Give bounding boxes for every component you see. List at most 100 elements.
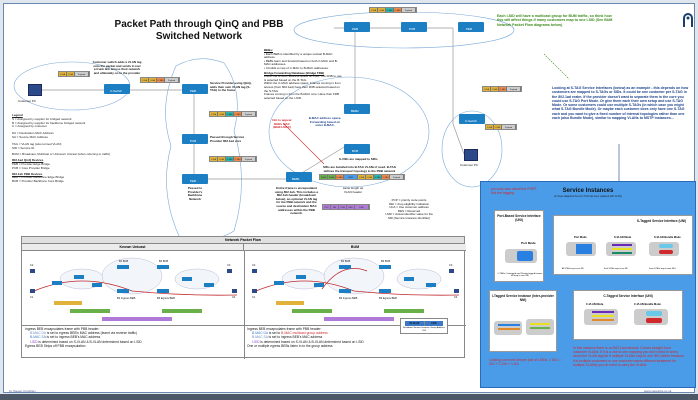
itag-field: PCP [323, 205, 331, 209]
bmac-multicast-label: B-MAC multicast group address [281, 331, 328, 336]
c-mode-label: C-VLAN Mode [586, 303, 604, 306]
packet-stag-top: C-DA C-SA S-TAG C-TAG Payload [369, 7, 417, 13]
npf-label: B2 Ingress BEB [117, 296, 136, 300]
qinq-heading: 802.1ad QinQ Devices [12, 158, 44, 163]
npf-title: Network Packet Flow [22, 237, 464, 244]
npf-divider [244, 251, 245, 359]
s-mode-label: Port Mode [574, 236, 587, 239]
packet-field: C-DA [483, 87, 491, 91]
pbb-heading: 802.1ah PBB Devices [12, 171, 43, 176]
bmac-da-label: B-MAC DA [252, 331, 268, 336]
beb1-icon [286, 172, 312, 182]
packet-field: C-TAG [382, 175, 390, 179]
packet-stag-1: C-DA C-SA S-TAG C-TAG Payload [209, 111, 257, 117]
legend-line: C = Assigned by customer [12, 124, 47, 129]
network-packet-flow: Network Packet Flow Known Unicast BUM [21, 236, 466, 359]
s-bundle-diagram [649, 242, 679, 256]
packet-field: Payload [390, 175, 404, 179]
packet-field: C-DA [141, 78, 149, 82]
isid-label: I-SID [252, 339, 260, 344]
port-only-note: you only care about the PORT. Not the ta… [491, 187, 538, 196]
packet-field: Payload [242, 112, 256, 116]
packet-field: S-TAG [374, 175, 382, 179]
svlan-map-note: S-VIDs are mapped to SIDs [339, 157, 378, 161]
unicast-path [33, 280, 238, 296]
bfdb-heading: Bridge Forwarding Database (Bridge FDB) [264, 70, 325, 75]
bfdb-line: Frames coming in from the B-MAC core: Ha… [264, 92, 340, 100]
bum-multicast-note: Each I-SID will have a multicast group f… [497, 14, 613, 27]
bfdb-line: Within the C-MAC address space: Frames c… [264, 81, 341, 93]
page-title: Packet Path through QinQ and PBB Switche… [114, 19, 284, 42]
group-caption: Backbone Service Instance Group Address … [403, 327, 445, 332]
pbb-line: BEB = Provider Backbone Edge Bridge [12, 175, 65, 180]
packet-field: C-TAG [157, 78, 165, 82]
c-switch-note: Customer switch adds a VLAN tag onto the… [92, 60, 142, 75]
bmac-sa-text: is set to ingress BEB's MAC address [45, 335, 101, 340]
bmac-sa-text: is set to ingress BEB's MAC address [267, 335, 323, 340]
packet-field: C-DA [210, 157, 218, 161]
bcb-label: BCB [352, 149, 359, 153]
npf-label: B1 BCB [341, 259, 350, 263]
i-tag-left-diagram [494, 321, 522, 335]
c-switch-left-icon [104, 84, 130, 94]
peb-top-left-label: PEB [352, 27, 359, 31]
packet-field: C-SA [366, 175, 374, 179]
packet-customer-left: C-DA C-SA Payload [58, 71, 90, 77]
si-subtitle: (in these diagrams the term TAG has been… [554, 195, 622, 198]
provider-backbone-note: Passed to Provider's Backbone Network [187, 186, 203, 201]
packet-field: Payload [165, 78, 179, 82]
packet-field: C-DA [358, 175, 366, 179]
packet-field: C-SA [218, 112, 226, 116]
bebs-line: • Each BEB is identified by a unique uni… [264, 51, 333, 60]
bmac-da-text: is set to egress BEB's MAC address (lear… [45, 331, 138, 336]
si-title: Service Instances [562, 188, 614, 194]
legend-line: SID = Service ID [12, 145, 35, 150]
packet-ctag: C-DA C-SA C-TAG Payload [140, 77, 180, 83]
unicast-intro: Ingress BEB encapsulates frame with PBB … [25, 327, 100, 331]
bmac-da-label: B-MAC DA [30, 331, 46, 336]
peb-note: Service Provider using QinQ, adds their … [210, 81, 252, 93]
itag-fields-note: PCP = priority code points DEI = drop el… [385, 198, 433, 220]
itag-field: I-SID [355, 205, 369, 209]
s-caption: Each S-TAG maps to one SID [604, 268, 628, 270]
s-vlan-diagram [606, 242, 636, 256]
s-tagged-card: S-Tagged Service Interface (UNI) Port Mo… [553, 215, 693, 275]
legend-line: TAG = VLAN tag (also termed VLAN) [12, 141, 62, 146]
legend-line: BUM = Broadcast, Multicast or Unknown Un… [12, 152, 111, 157]
group-address-box: 00-1E-83 I-SID Backbone Service Instance… [400, 318, 448, 334]
s-mode-label: S-VLAN Mode [614, 236, 632, 239]
packet-field: S-TAG [386, 8, 394, 12]
port-based-caption: C-TAGs, Untagged and Priority tagged fra… [497, 273, 543, 277]
packet-field: Payload [242, 157, 256, 161]
customer-cloud-left [13, 61, 131, 111]
s-mode-label: S-VLAN Bundle Mode [654, 236, 681, 239]
s-tagged-title: S-Tagged Service Interface (UNI) [636, 219, 687, 223]
npf-label: B4 BCB [381, 259, 390, 263]
npf-label: C4 [454, 295, 458, 299]
packet-field: B-TAG [336, 175, 344, 179]
legend-heading: Legend [12, 113, 23, 117]
peb-left-top-icon [182, 84, 208, 94]
beb2-icon [344, 104, 370, 114]
beb1-label: BEB1 [292, 177, 300, 181]
bum-description: Ingress BEB encapsulates frame with PBB … [247, 327, 465, 348]
packet-field: C-TAG [394, 8, 402, 12]
bebs-line: • It builds a map of C-MAC to B-MAC addr… [264, 65, 329, 70]
port-based-title: Port-Based Service Interface (UNI) [497, 214, 541, 222]
site-link[interactable]: www.netquirks.co.uk [644, 389, 672, 393]
window-bottom-bar [0, 394, 698, 400]
diagram-canvas: Packet Path through QinQ and PBB Switche… [3, 3, 696, 393]
itag-length-note: same length as VLAN header [342, 186, 364, 194]
packet-ctag-right: C-DA C-SA C-TAG Payload [482, 86, 522, 92]
npf-label: C2 [252, 263, 256, 267]
npf-label: C2 [30, 263, 34, 267]
sid-bundle-note: SIDs are bundled into B-TAG VLANs if use… [322, 165, 397, 173]
packet-field: C-TAG [234, 112, 242, 116]
customer-pc-right-icon [464, 149, 478, 161]
i-tag-right-diagram [526, 319, 554, 335]
packet-field: C-TAG [234, 157, 242, 161]
peb-top-left-icon [344, 22, 370, 32]
packet-field: S-TAG [226, 112, 234, 116]
isid-label: I-SID [30, 339, 38, 344]
packet-field: Payload [507, 87, 521, 91]
